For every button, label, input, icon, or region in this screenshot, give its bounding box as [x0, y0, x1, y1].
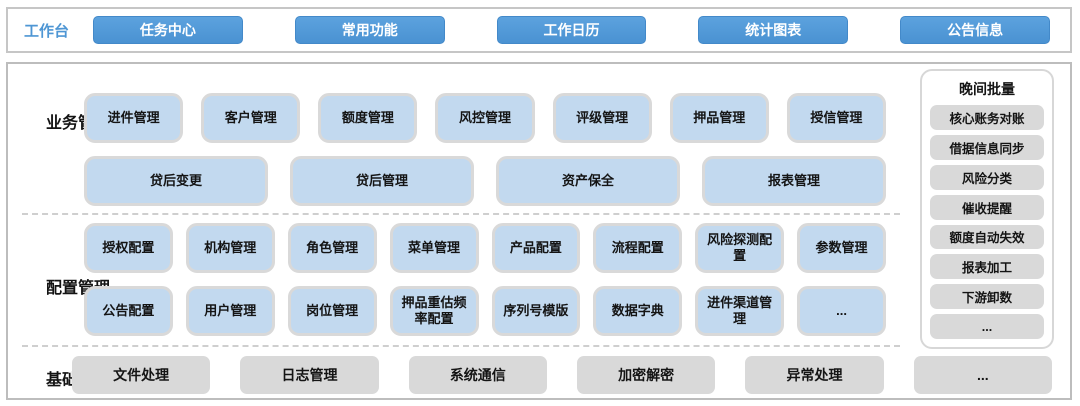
module-tile[interactable]: ...: [797, 286, 886, 336]
workbench-bar: 工作台 任务中心 常用功能 工作日历 统计图表 公告信息: [6, 7, 1072, 53]
module-tile[interactable]: 资产保全: [496, 156, 680, 206]
base-services-row: 文件处理日志管理系统通信加密解密异常处理...: [72, 356, 1052, 394]
night-batch-item[interactable]: 借据信息同步: [930, 134, 1044, 160]
workbench-button[interactable]: 公告信息: [900, 16, 1050, 44]
module-tile[interactable]: 押品重估频 率配置: [389, 286, 479, 336]
night-batch-item[interactable]: ...: [930, 314, 1044, 339]
module-tile[interactable]: 授权配置: [84, 223, 173, 273]
night-batch-panel: 晚间批量 核心账务对账借据信息同步风险分类催收提醒额度自动失效报表加工下游卸数.…: [920, 69, 1054, 349]
night-batch-item[interactable]: 催收提醒: [930, 194, 1044, 220]
module-tile[interactable]: 进件管理: [84, 93, 184, 143]
module-tile[interactable]: 序列号模版: [491, 286, 581, 336]
module-tile[interactable]: 参数管理: [797, 223, 886, 273]
module-tile[interactable]: 机构管理: [185, 223, 275, 273]
workbench-button[interactable]: 常用功能: [294, 16, 445, 44]
module-tile[interactable]: 角色管理: [287, 223, 377, 273]
section-divider: [22, 345, 900, 347]
night-batch-item[interactable]: 下游卸数: [930, 284, 1044, 310]
config-row-1: 授权配置机构管理角色管理菜单管理产品配置流程配置风险探测配 置参数管理: [84, 223, 886, 273]
module-tile[interactable]: 客户管理: [201, 93, 301, 143]
workbench-button[interactable]: 统计图表: [698, 16, 849, 44]
module-tile[interactable]: 报表管理: [702, 156, 886, 206]
business-row-2: 贷后变更贷后管理资产保全报表管理: [84, 156, 886, 206]
module-tile[interactable]: 授信管理: [786, 93, 886, 143]
workbench-buttons: 任务中心 常用功能 工作日历 统计图表 公告信息: [93, 16, 1050, 44]
workbench-button[interactable]: 工作日历: [496, 16, 647, 44]
module-tile[interactable]: 风控管理: [435, 93, 535, 143]
module-tile[interactable]: 用户管理: [185, 286, 275, 336]
base-service-button[interactable]: 异常处理: [745, 356, 884, 394]
night-batch-item[interactable]: 风险分类: [930, 164, 1044, 190]
module-tile[interactable]: 岗位管理: [287, 286, 377, 336]
module-tile[interactable]: 菜单管理: [389, 223, 479, 273]
night-batch-item[interactable]: 额度自动失效: [930, 224, 1044, 250]
module-tile[interactable]: 数据字典: [593, 286, 683, 336]
module-tile[interactable]: 贷后管理: [290, 156, 474, 206]
config-row-2: 公告配置用户管理岗位管理押品重估频 率配置序列号模版数据字典进件渠道管 理...: [84, 286, 886, 336]
night-batch-item[interactable]: 核心账务对账: [930, 105, 1044, 130]
base-service-button[interactable]: 系统通信: [408, 356, 547, 394]
night-batch-item[interactable]: 报表加工: [930, 254, 1044, 280]
base-service-button[interactable]: 加密解密: [576, 356, 716, 394]
section-divider: [22, 213, 900, 215]
module-tile[interactable]: 评级管理: [552, 93, 652, 143]
modules-panel: 业务管理 进件管理客户管理额度管理风控管理评级管理押品管理授信管理 贷后变更贷后…: [6, 62, 1072, 400]
module-tile[interactable]: 产品配置: [491, 223, 581, 273]
module-tile[interactable]: 流程配置: [593, 223, 683, 273]
base-service-button[interactable]: ...: [913, 356, 1052, 394]
module-tile[interactable]: 额度管理: [318, 93, 418, 143]
base-service-button[interactable]: 日志管理: [240, 356, 379, 394]
module-tile[interactable]: 贷后变更: [84, 156, 268, 206]
module-tile[interactable]: 风险探测配 置: [695, 223, 785, 273]
module-tile[interactable]: 进件渠道管 理: [695, 286, 785, 336]
workbench-label: 工作台: [24, 22, 70, 40]
night-batch-items: 核心账务对账借据信息同步风险分类催收提醒额度自动失效报表加工下游卸数...: [930, 105, 1044, 339]
module-tile[interactable]: 公告配置: [84, 286, 173, 336]
base-service-button[interactable]: 文件处理: [72, 356, 211, 394]
workbench-button[interactable]: 任务中心: [93, 16, 243, 44]
module-tile[interactable]: 押品管理: [669, 93, 769, 143]
business-row-1: 进件管理客户管理额度管理风控管理评级管理押品管理授信管理: [84, 93, 886, 143]
night-batch-title: 晚间批量: [959, 81, 1015, 97]
